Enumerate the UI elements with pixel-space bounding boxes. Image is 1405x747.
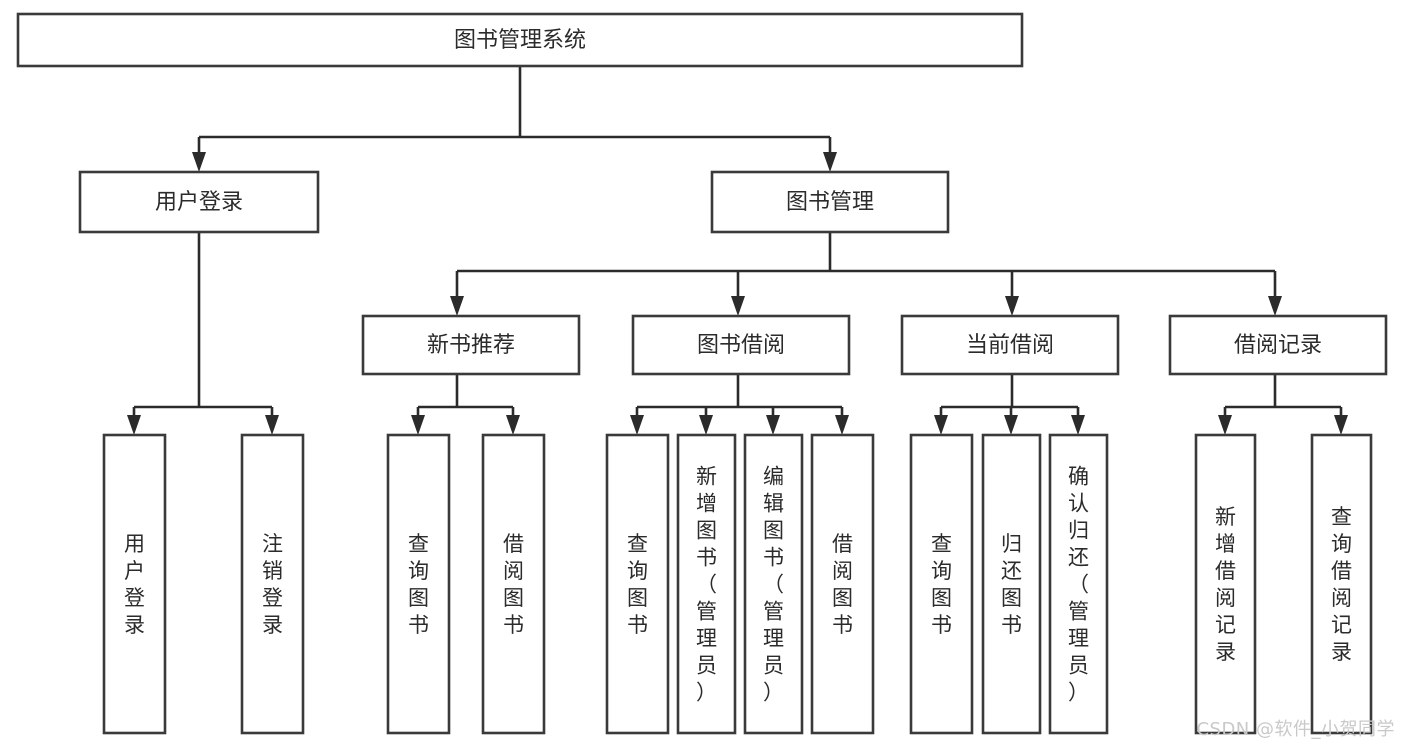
node-label: 注销登录 — [262, 532, 283, 637]
node-label: 借阅图书 — [832, 532, 853, 637]
node-label: 查询借阅记录 — [1331, 505, 1352, 664]
connector-layer — [127, 66, 1348, 435]
node-label: 编辑图书（管理员） — [763, 465, 784, 705]
node-new-book-rec[interactable]: 新书推荐 — [361, 314, 581, 376]
node-label: 用户登录 — [124, 532, 145, 637]
node-leaf-edit-book[interactable]: 编辑图书（管理员） — [743, 433, 804, 735]
node-label: 查询图书 — [408, 532, 429, 637]
node-label: 当前借阅 — [966, 333, 1054, 358]
node-leaf-query-book-2[interactable]: 查询图书 — [605, 433, 670, 735]
connector-group — [630, 374, 849, 435]
connector-group — [192, 66, 837, 172]
node-label: 借阅记录 — [1234, 333, 1322, 358]
connector-group — [127, 232, 279, 435]
node-label: 查询图书 — [627, 532, 648, 637]
node-leaf-query-book-1[interactable]: 查询图书 — [386, 433, 451, 735]
node-root[interactable]: 图书管理系统 — [16, 12, 1024, 68]
node-label: 借阅图书 — [503, 532, 524, 637]
node-leaf-query-record[interactable]: 查询借阅记录 — [1310, 433, 1373, 735]
node-label: 新增图书（管理员） — [696, 465, 717, 705]
node-leaf-query-book-3[interactable]: 查询图书 — [909, 433, 974, 735]
node-leaf-confirm-return[interactable]: 确认归还（管理员） — [1048, 433, 1109, 735]
node-leaf-return-book[interactable]: 归还图书 — [981, 433, 1042, 735]
node-leaf-logout[interactable]: 注销登录 — [240, 433, 305, 735]
node-label: 新书推荐 — [427, 333, 515, 358]
node-leaf-borrow-book-1[interactable]: 借阅图书 — [481, 433, 546, 735]
connector-group — [450, 232, 1282, 316]
node-leaf-add-record[interactable]: 新增借阅记录 — [1194, 433, 1257, 735]
node-label: 图书借阅 — [697, 333, 785, 358]
node-leaf-user-login[interactable]: 用户登录 — [102, 433, 167, 735]
node-label: 归还图书 — [1001, 532, 1022, 637]
node-book-borrow[interactable]: 图书借阅 — [631, 314, 851, 376]
node-label: 图书管理系统 — [454, 28, 586, 53]
connector-group — [1218, 374, 1348, 435]
node-current-borrow[interactable]: 当前借阅 — [900, 314, 1120, 376]
node-layer: 图书管理系统用户登录图书管理新书推荐图书借阅当前借阅借阅记录用户登录注销登录查询… — [16, 12, 1388, 735]
watermark-text: CSDN @软件_小贺同学 — [1196, 719, 1395, 740]
node-leaf-add-book[interactable]: 新增图书（管理员） — [676, 433, 737, 735]
connector-group — [411, 374, 520, 435]
node-user-login[interactable]: 用户登录 — [78, 170, 320, 234]
node-leaf-borrow-book-2[interactable]: 借阅图书 — [810, 433, 875, 735]
node-label: 新增借阅记录 — [1215, 505, 1236, 664]
node-label: 图书管理 — [786, 190, 874, 215]
connector-group — [934, 374, 1085, 435]
node-book-manage[interactable]: 图书管理 — [710, 170, 950, 234]
node-label: 用户登录 — [155, 190, 243, 215]
node-label: 查询图书 — [931, 532, 952, 637]
node-label: 确认归还（管理员） — [1068, 465, 1089, 705]
node-borrow-record[interactable]: 借阅记录 — [1168, 314, 1388, 376]
